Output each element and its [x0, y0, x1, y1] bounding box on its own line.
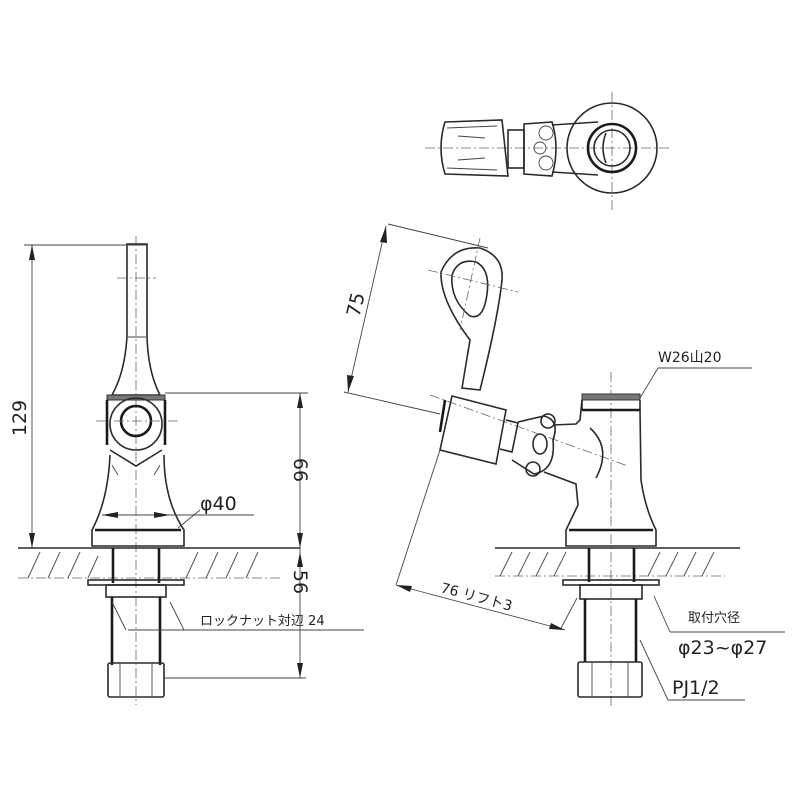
diameter-label: φ40 — [200, 493, 237, 515]
below-counter-label: 56 — [289, 570, 311, 594]
mount-hole-range: φ23~φ27 — [678, 637, 767, 659]
overall-height-label: 129 — [9, 400, 31, 436]
mount-hole-label: 取付穴径 — [688, 611, 740, 626]
pipe-thread-label: PJ1/2 — [672, 677, 720, 699]
lever-reach-label: 76 リフト3 — [439, 580, 514, 614]
top-view — [425, 92, 672, 210]
front-view: φ40 ロックナット対辺 24 129 — [9, 236, 364, 705]
lever-length-label: 75 — [343, 290, 370, 319]
locknut-label: ロックナット対辺 24 — [200, 614, 325, 629]
side-view: W26山20 取付穴径 φ23~φ27 PJ1/2 — [343, 223, 785, 708]
body-height-label: 66 — [289, 458, 311, 482]
thread-spec-label: W26山20 — [658, 350, 721, 366]
